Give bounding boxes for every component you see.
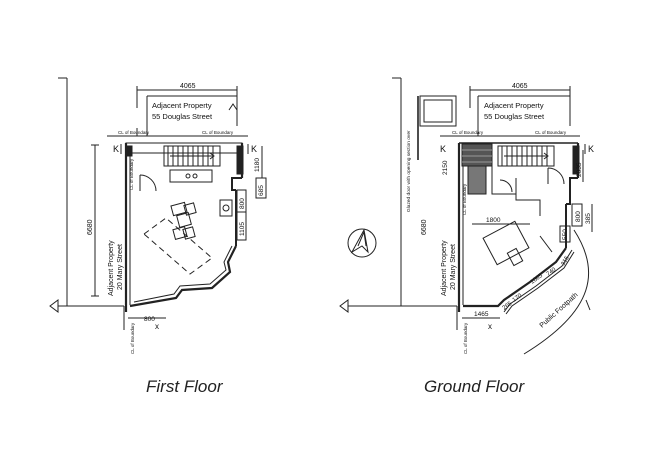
gf-adjacent-top-line2: 55 Douglas Street xyxy=(484,112,545,121)
ff-dim-1180: 1180 xyxy=(254,158,261,172)
ground-floor-caption: Ground Floor xyxy=(424,377,525,396)
gf-dim-385: 385 xyxy=(585,213,592,224)
ff-stairs xyxy=(163,145,221,167)
ff-section-x-bottom: x xyxy=(155,322,159,331)
ground-floor-plan: 4065 Adjacent Property 55 Douglas Street… xyxy=(339,77,594,355)
gf-width-dim: 4065 xyxy=(512,83,528,90)
gf-public-footpath: Public Footpath xyxy=(539,292,580,330)
gf-dim-1465: 1465 xyxy=(474,311,489,318)
gf-section-k-right: K xyxy=(588,144,594,154)
gf-dim-1800: 1800 xyxy=(486,217,501,224)
ff-cl-boundary-bottom: CL of Boundary xyxy=(130,322,135,354)
gf-cl-boundary-label: CL of Boundary xyxy=(452,130,484,135)
gf-dim-6680: 6680 xyxy=(421,219,428,235)
ff-cl-boundary-label-2: CL of Boundary xyxy=(202,130,234,135)
ff-cl-boundary-label: CL of Boundary xyxy=(118,130,150,135)
ff-section-k-right: K xyxy=(251,144,257,154)
gf-shopfront-dims xyxy=(505,251,575,315)
ff-adjacent-side-line2: 20 Mary Street xyxy=(117,244,124,290)
gf-dim-265: 265 xyxy=(502,300,514,311)
ff-dim-bottom-800: 800 xyxy=(144,316,155,323)
ff-dim-6680: 6680 xyxy=(87,219,94,235)
first-floor-caption: First Floor xyxy=(146,377,223,396)
ff-dim-685: 685 xyxy=(258,185,265,196)
gf-fireplace xyxy=(461,143,493,195)
gf-adjacent-top-line1: Adjacent Property xyxy=(484,101,544,110)
gf-cl-boundary-bottom: CL of Boundary xyxy=(463,322,468,354)
ff-section-k-left: K xyxy=(113,144,119,154)
ff-adjacent-side-line1: Adjacent Property xyxy=(108,240,115,296)
gf-adjacent-side-line2: 20 Mary Street xyxy=(450,244,457,290)
north-arrow-icon xyxy=(347,228,377,258)
gf-adjacent-side-line1: Adjacent Property xyxy=(441,240,448,296)
ff-dim-800: 800 xyxy=(239,198,246,209)
gf-section-x-bottom: x xyxy=(488,322,492,331)
gf-dim-800: 800 xyxy=(575,211,582,222)
gf-section-k-left: K xyxy=(440,144,446,154)
gf-dim-170: 170 xyxy=(512,292,524,303)
ff-cl-boundary-side: CL of Boundary xyxy=(129,158,134,190)
gf-dim-2035: 2035 xyxy=(576,162,583,177)
gf-stairs xyxy=(497,145,555,167)
gf-dim-1065: 1065 xyxy=(530,273,545,286)
gf-glazed-door-note: Glazed door with opening section over xyxy=(406,130,412,212)
first-floor-plan: 4065 Adjacent Property 55 Douglas Street… xyxy=(49,77,267,354)
gf-cl-boundary-side: CL of Boundary xyxy=(462,183,467,215)
ff-adjacent-top-line1: Adjacent Property xyxy=(152,101,212,110)
gf-cl-boundary-label-2: CL of Boundary xyxy=(535,130,567,135)
gf-dim-315: 315 xyxy=(561,255,572,267)
ff-adjacent-top-line2: 55 Douglas Street xyxy=(152,112,213,121)
gf-dim-2150: 2150 xyxy=(442,160,449,175)
gf-dim-740: 740 xyxy=(546,266,558,277)
ff-width-dim: 4065 xyxy=(180,83,196,90)
ff-dim-1105: 1105 xyxy=(239,222,246,236)
